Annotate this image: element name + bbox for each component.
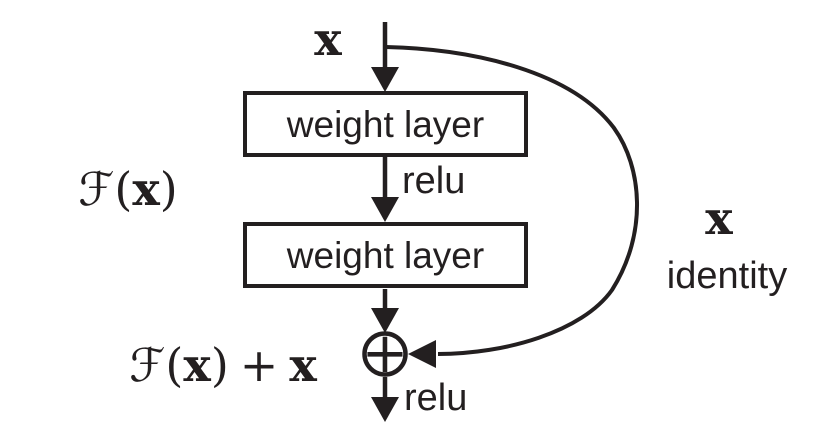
skip-connection-curve [385, 45, 639, 368]
output-expression-label: ℱ(x)+x [83, 339, 363, 392]
output-arrow [371, 377, 399, 422]
relu-label-between-layers: relu [402, 160, 466, 202]
weight-layer-box-1: weight layer [243, 91, 528, 157]
add-node-circle [362, 331, 408, 377]
script-f-text: ℱ [78, 162, 115, 216]
skip-arrowhead-icon [408, 340, 436, 368]
open-paren: ( [165, 338, 184, 392]
input-x-text: x [314, 12, 342, 66]
identity-x-text: x [705, 191, 733, 245]
close-paren: ) [159, 162, 178, 216]
script-f-text: ℱ [129, 338, 166, 392]
residual-function-label: ℱ(x) [28, 163, 228, 216]
plus-icon: + [361, 321, 409, 386]
identity-x-label: x [679, 192, 759, 245]
relu-label-after-addition: relu [404, 377, 468, 419]
weight-layer-2-label: weight layer [286, 234, 485, 276]
plus-text: + [239, 338, 279, 392]
arrow-layer1-to-layer2 [371, 157, 399, 222]
open-paren: ( [114, 162, 133, 216]
input-x-label: x [288, 13, 368, 66]
input-arrow [371, 22, 399, 92]
close-paren: ) [210, 338, 229, 392]
identity-label: identity [666, 255, 788, 297]
arrow-layer2-to-add [371, 289, 399, 333]
weight-layer-box-2: weight layer [243, 222, 528, 288]
weight-layer-1-label: weight layer [286, 103, 485, 145]
x-text: x [289, 338, 317, 392]
x-text: x [132, 162, 160, 216]
x-text: x [183, 338, 211, 392]
